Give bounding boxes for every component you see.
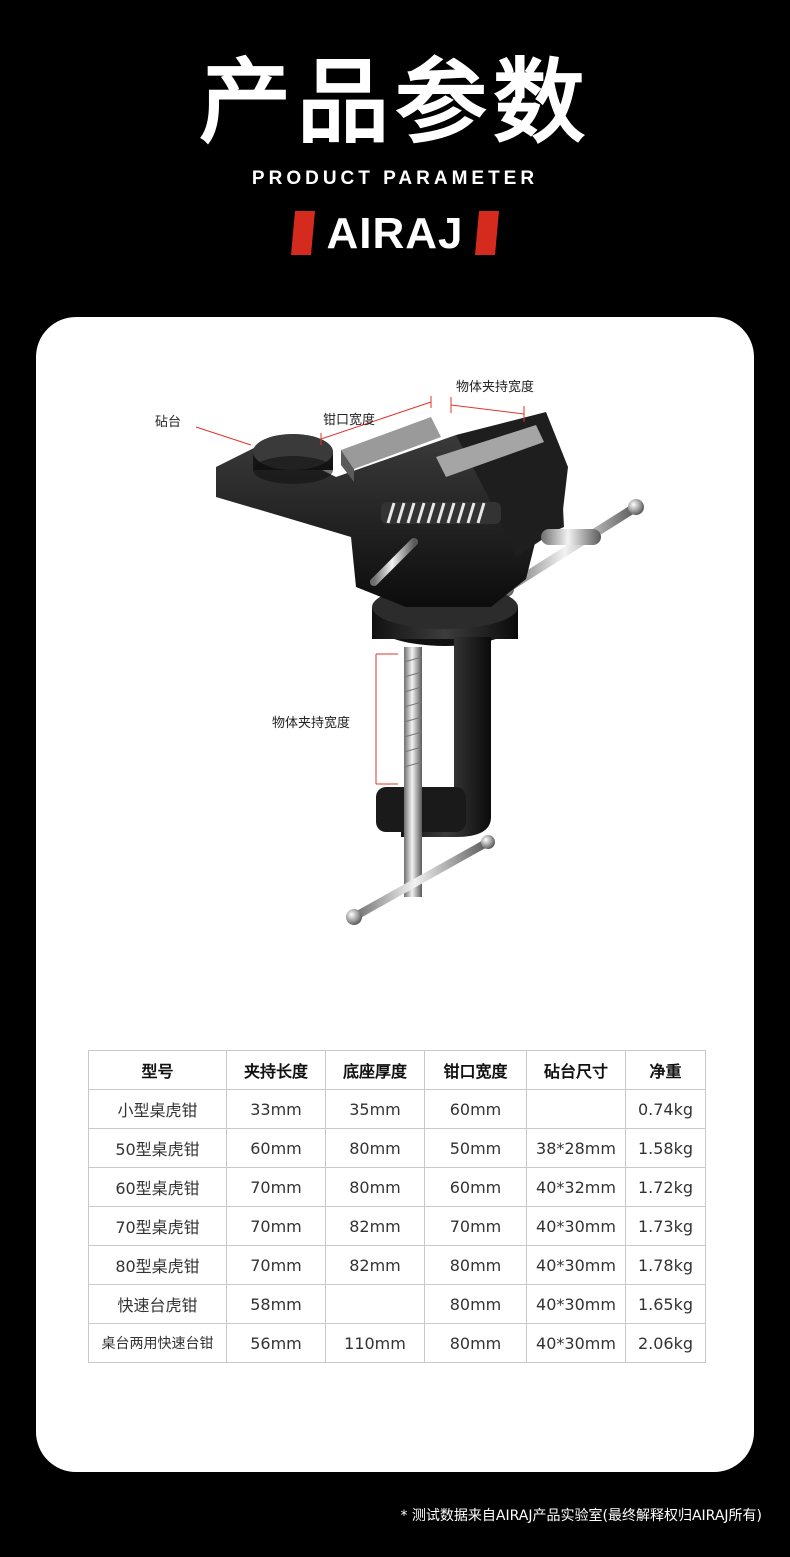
table-cell: 70mm — [226, 1206, 326, 1246]
column-header: 钳口宽度 — [424, 1050, 527, 1090]
table-row: 70型桌虎钳 70mm 82mm 70mm 40*30mm 1.73kg — [88, 1206, 706, 1246]
table-cell: 58mm — [226, 1284, 326, 1324]
table-cell: 110mm — [325, 1323, 425, 1363]
table-cell: 40*30mm — [526, 1323, 626, 1363]
column-header: 砧台尺寸 — [526, 1050, 626, 1090]
anvil-callout: 砧台 — [155, 415, 182, 430]
table-cell — [526, 1089, 626, 1129]
column-header: 夹持长度 — [226, 1050, 326, 1090]
table-row: 快速台虎钳 58mm 80mm 40*30mm 1.65kg — [88, 1284, 706, 1324]
vise-spring — [381, 502, 501, 524]
table-cell: 70mm — [226, 1245, 326, 1285]
table-cell: 快速台虎钳 — [88, 1284, 227, 1324]
brand-name: AIRAJ — [326, 209, 464, 258]
column-header: 净重 — [625, 1050, 706, 1090]
spec-table: 型号 夹持长度 底座厚度 钳口宽度 砧台尺寸 净重 小型桌虎钳 33mm 35m… — [88, 1050, 706, 1363]
table-cell: 80mm — [325, 1128, 425, 1168]
bench-vise-image — [195, 396, 644, 925]
table-row: 80型桌虎钳 70mm 82mm 80mm 40*30mm 1.78kg — [88, 1245, 706, 1285]
table-cell: 60mm — [424, 1167, 527, 1207]
table-row: 60型桌虎钳 70mm 80mm 60mm 40*32mm 1.72kg — [88, 1167, 706, 1207]
table-cell: 1.72kg — [625, 1167, 706, 1207]
handle-knob — [481, 835, 495, 849]
spec-card: 砧台 钳口宽度 物体夹持宽度 物体夹持宽度 型号 夹持长度 底座厚度 钳口宽度 … — [36, 317, 754, 1472]
clamp-width-top-callout: 物体夹持宽度 — [456, 380, 535, 395]
table-cell: 50型桌虎钳 — [88, 1128, 227, 1168]
table-cell: 50mm — [424, 1128, 527, 1168]
page-title: 产品参数 — [198, 49, 591, 156]
table-cell: 35mm — [325, 1089, 425, 1129]
table-cell: 80mm — [424, 1284, 527, 1324]
table-cell: 0.74kg — [625, 1089, 706, 1129]
table-cell: 38*28mm — [526, 1128, 626, 1168]
table-cell: 1.58kg — [625, 1128, 706, 1168]
table-cell: 桌台两用快速台钳 — [88, 1323, 227, 1363]
table-cell: 33mm — [226, 1089, 326, 1129]
jaw-plate — [436, 425, 544, 477]
table-cell: 60型桌虎钳 — [88, 1167, 227, 1207]
table-cell: 80mm — [424, 1245, 527, 1285]
table-cell: 70mm — [424, 1206, 527, 1246]
column-header: 底座厚度 — [325, 1050, 425, 1090]
table-header-row: 型号 夹持长度 底座厚度 钳口宽度 砧台尺寸 净重 — [88, 1050, 706, 1090]
handle-knob — [346, 909, 362, 925]
table-cell: 82mm — [325, 1245, 425, 1285]
column-header: 型号 — [88, 1050, 227, 1090]
table-cell: 80mm — [424, 1323, 527, 1363]
brand-logo: AIRAJ — [289, 209, 501, 258]
table-cell: 56mm — [226, 1323, 326, 1363]
table-cell: 60mm — [424, 1089, 527, 1129]
table-row: 50型桌虎钳 60mm 80mm 50mm 38*28mm 1.58kg — [88, 1128, 706, 1168]
table-cell: 2.06kg — [625, 1323, 706, 1363]
jaw-width-callout: 钳口宽度 — [323, 413, 376, 428]
table-cell: 1.65kg — [625, 1284, 706, 1324]
table-cell — [325, 1284, 425, 1324]
handle-knob — [628, 499, 644, 515]
table-cell: 1.78kg — [625, 1245, 706, 1285]
clamp-width-side-callout: 物体夹持宽度 — [272, 716, 351, 731]
anvil-leader-line — [195, 426, 252, 446]
table-cell: 80型桌虎钳 — [88, 1245, 227, 1285]
table-cell: 82mm — [325, 1206, 425, 1246]
table-cell: 60mm — [226, 1128, 326, 1168]
table-cell: 40*30mm — [526, 1284, 626, 1324]
clamp-screw — [404, 647, 422, 897]
page-subtitle: PRODUCT PARAMETER — [251, 168, 539, 189]
table-cell: 80mm — [325, 1167, 425, 1207]
table-cell: 70型桌虎钳 — [88, 1206, 227, 1246]
clamp-width-top-leader-line — [450, 404, 525, 415]
table-cell: 40*32mm — [526, 1167, 626, 1207]
footnote: * 测试数据来自AIRAJ产品实验室(最终解释权归AIRAJ所有) — [400, 1508, 762, 1524]
table-cell: 40*30mm — [526, 1245, 626, 1285]
jaw-plate — [341, 417, 441, 469]
table-row: 小型桌虎钳 33mm 35mm 60mm 0.74kg — [88, 1089, 706, 1129]
table-row: 桌台两用快速台钳 56mm 110mm 80mm 40*30mm 2.06kg — [88, 1323, 706, 1363]
table-cell: 40*30mm — [526, 1206, 626, 1246]
vise-handle-bar — [501, 502, 641, 594]
table-cell: 1.73kg — [625, 1206, 706, 1246]
jaw-width-leader-line — [320, 401, 432, 440]
table-cell: 小型桌虎钳 — [88, 1089, 227, 1129]
table-cell: 70mm — [226, 1167, 326, 1207]
